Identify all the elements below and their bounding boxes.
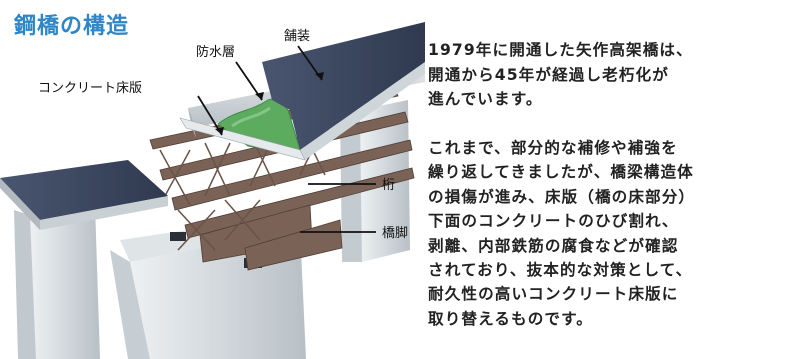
label-girder: 桁 <box>382 178 395 193</box>
deck-left <box>0 160 168 230</box>
description: 1979年に開通した矢作高架橋は、 開通から45年が経過し老朽化が 進んでいます… <box>428 14 804 331</box>
label-pavement: 舗装 <box>284 29 310 44</box>
label-pier: 橋脚 <box>382 225 408 241</box>
cross-frames <box>159 123 326 251</box>
description-paragraph-2: これまで、部分的な補修や補強を 繰り返してきましたが、橋梁構造体 の損傷が進み、… <box>428 139 696 328</box>
pier-left <box>14 205 100 359</box>
leader-arrowheads <box>215 72 324 135</box>
bridge-structure-diagram: 防水層 舗装 コンクリート床版 桁 橋脚 <box>0 22 425 359</box>
page-title: 鋼橋の構造 <box>14 14 130 39</box>
label-waterproof-layer: 防水層 <box>196 44 235 60</box>
slab-cut-face <box>179 117 306 161</box>
description-paragraph-1: 1979年に開通した矢作高架橋は、 開通から45年が経過し老朽化が 進んでいます… <box>428 41 693 109</box>
label-concrete-slab: コンクリート床版 <box>38 81 142 96</box>
